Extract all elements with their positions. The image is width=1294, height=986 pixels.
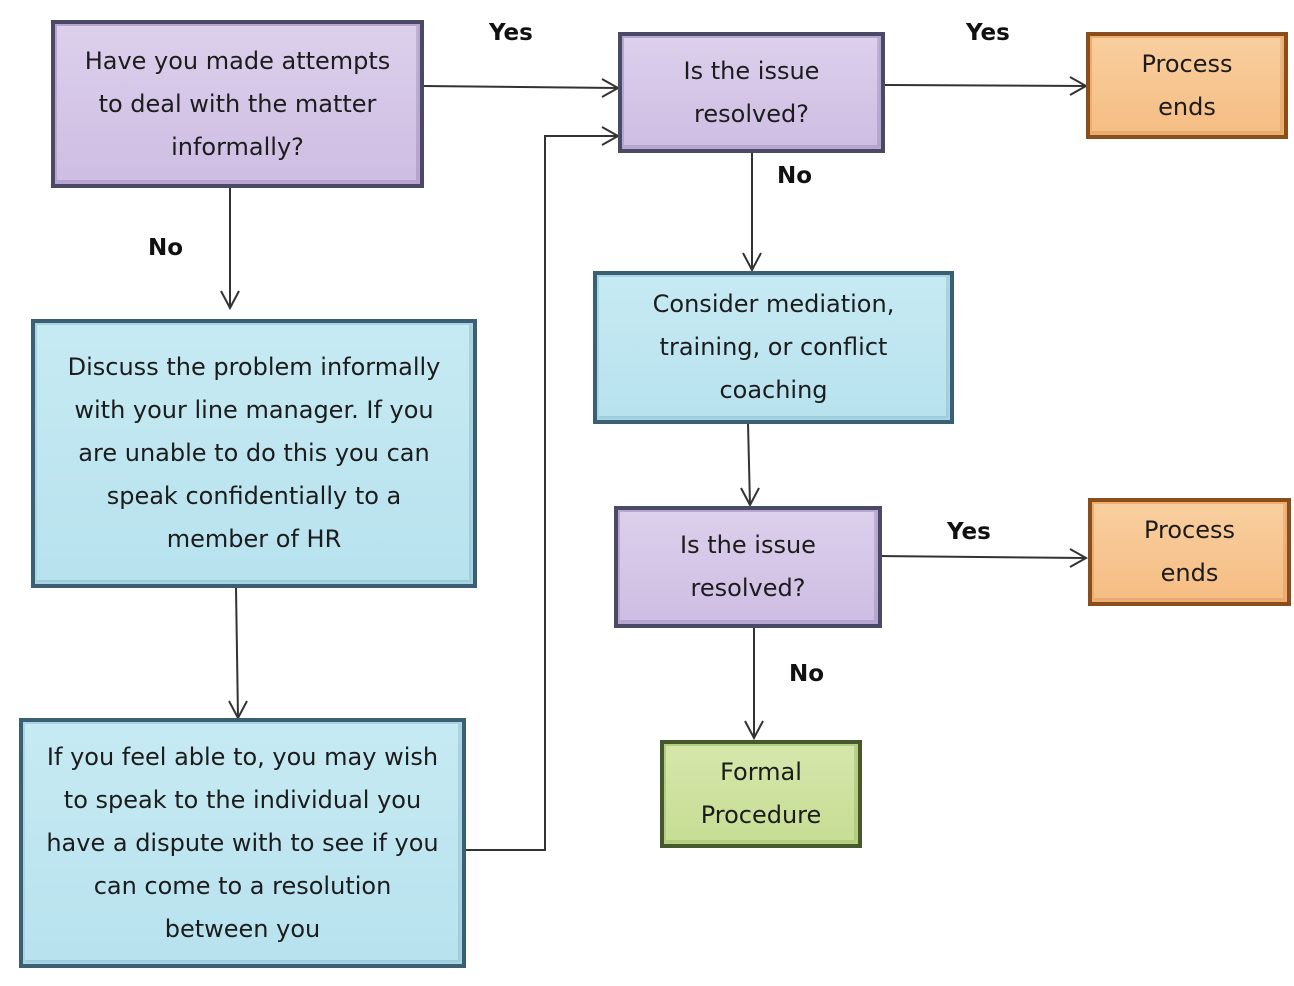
- connector-discuss-down: [235, 587, 239, 719]
- connector-loop-back: [466, 135, 618, 851]
- node-text: Consider mediation, training, or conflic…: [652, 290, 895, 404]
- node-consider-mediation: Consider mediation, training, or conflic…: [593, 271, 954, 424]
- connector-consider-down: [747, 422, 751, 506]
- node-text: Is the issue resolved?: [680, 531, 816, 602]
- label-yes: Yes: [947, 519, 991, 545]
- node-formal-procedure: Formal Procedure: [660, 740, 862, 848]
- node-process-ends-1: Process ends: [1086, 32, 1288, 139]
- node-text: Is the issue resolved?: [683, 56, 820, 128]
- arrowhead: [740, 487, 760, 508]
- label-yes: Yes: [966, 20, 1010, 46]
- connector-yes-1: [422, 85, 619, 89]
- arrowhead: [742, 252, 762, 273]
- label-no: No: [148, 235, 184, 261]
- node-process-ends-2: Process ends: [1088, 498, 1291, 606]
- node-text: Formal Procedure: [700, 758, 822, 829]
- node-made-attempts-informally: Have you made attempts to deal with the …: [51, 20, 424, 188]
- node-issue-resolved-2: Is the issue resolved?: [614, 506, 882, 628]
- arrowhead: [220, 290, 240, 311]
- node-text: Process ends: [1143, 516, 1236, 587]
- node-text: Discuss the problem informally with your…: [67, 353, 441, 553]
- arrowhead: [1069, 548, 1089, 568]
- connector-yes-2: [883, 84, 1087, 87]
- label-no: No: [777, 163, 813, 189]
- label-yes: Yes: [489, 20, 533, 46]
- node-text: If you feel able to, you may wish to spe…: [46, 742, 439, 943]
- node-text: Have you made attempts to deal with the …: [84, 46, 391, 161]
- node-speak-to-individual: If you feel able to, you may wish to spe…: [19, 718, 466, 968]
- connector-yes-3: [880, 555, 1087, 559]
- node-discuss-with-line-manager: Discuss the problem informally with your…: [31, 319, 477, 588]
- label-no: No: [789, 661, 825, 687]
- arrowhead: [744, 720, 764, 741]
- node-text: Process ends: [1141, 49, 1233, 121]
- node-issue-resolved-1: Is the issue resolved?: [618, 32, 885, 153]
